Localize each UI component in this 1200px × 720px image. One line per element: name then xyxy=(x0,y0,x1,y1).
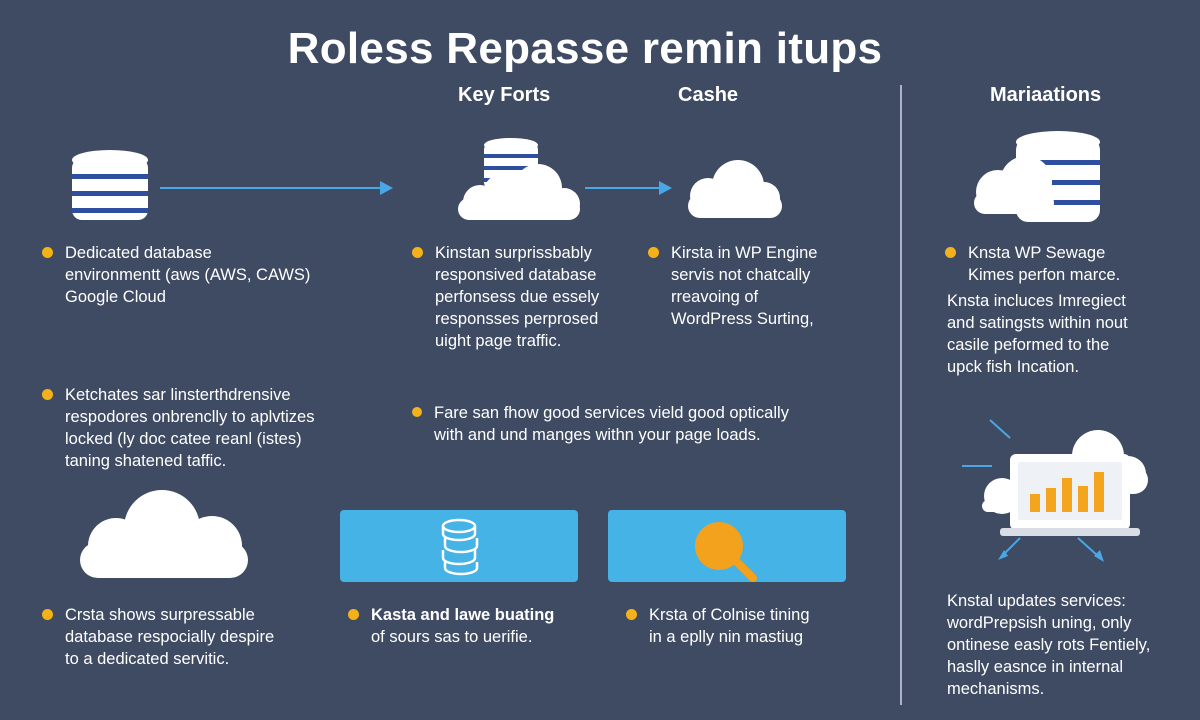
bullet-dot xyxy=(626,609,637,620)
coins-panel xyxy=(340,510,578,582)
bullet-dot xyxy=(412,407,422,417)
header-cashe: Cashe xyxy=(678,84,739,106)
note-kirsta-wp-engine: Kirsta in WP Engine servis not chatcally… xyxy=(648,242,817,330)
bullet-dot xyxy=(348,609,359,620)
note-crsta-shows: Crsta shows surpressable database respoc… xyxy=(42,604,274,670)
note-kasta-buating: Kasta and lawe buating of sours sas to u… xyxy=(348,604,554,648)
header-mariaations: Mariaations xyxy=(990,84,1102,106)
note-krsta-colnise: Krsta of Colnise tining in a eplly nin m… xyxy=(626,604,810,648)
note-fare-services: Fare san fhow good services vield good o… xyxy=(412,402,789,446)
bullet-dot xyxy=(42,609,53,620)
note-knsta-includes: Knsta incluces Imregiect and satingsts w… xyxy=(947,292,1128,376)
note-knsta-wp-sewage: Knsta WP Sewage Kimes perfon marce. xyxy=(945,242,1120,286)
database-icon xyxy=(72,150,148,220)
note-knstal-updates: Knstal updates services: wordPrepsish un… xyxy=(947,592,1151,698)
cloud-database-icon xyxy=(974,131,1100,222)
magnifier-icon xyxy=(695,522,757,582)
page-title: Roless Repasse remin itups xyxy=(287,24,883,73)
header-key-forts: Key Forts xyxy=(458,84,551,106)
column-divider xyxy=(900,85,902,705)
laptop-chart-icon xyxy=(962,419,1148,562)
arrow-right-icon xyxy=(160,181,393,195)
coins-icon xyxy=(441,518,479,576)
bullet-dot xyxy=(945,247,956,258)
bullet-dot xyxy=(648,247,659,258)
bullet-dot xyxy=(42,247,53,258)
note-dedicated-database: Dedicated database environmentt (aws (AW… xyxy=(42,242,310,308)
cloud-database-icon xyxy=(458,138,580,220)
arrow-right-icon xyxy=(585,181,672,195)
magnifier-panel xyxy=(608,510,846,582)
cloud-icon xyxy=(688,160,782,218)
note-ketchates: Ketchates sar linsterthdrensive respodor… xyxy=(42,384,314,472)
bullet-dot xyxy=(42,389,53,400)
note-kinstan-performance: Kinstan surprissbably responsived databa… xyxy=(412,242,599,352)
cloud-icon xyxy=(80,490,248,578)
bullet-dot xyxy=(412,247,423,258)
